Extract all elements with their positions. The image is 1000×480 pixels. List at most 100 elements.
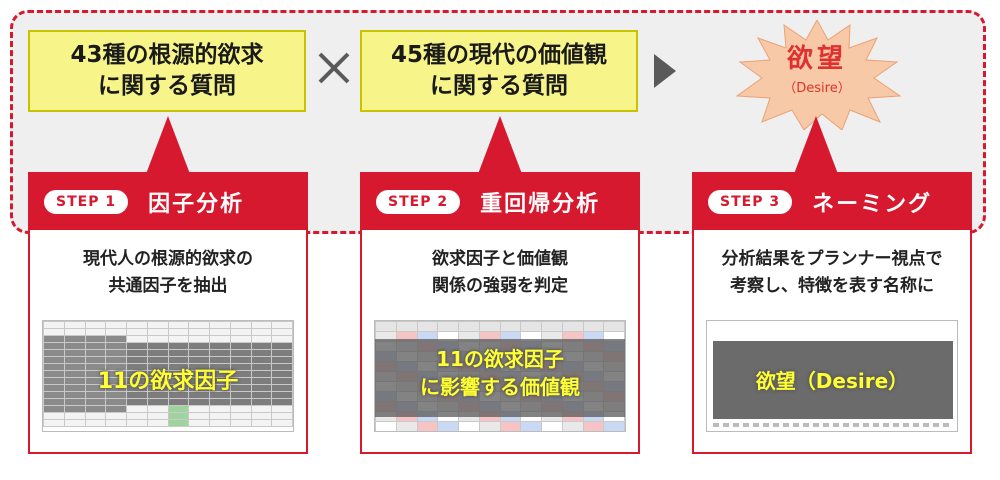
thumb-cell — [229, 412, 252, 420]
question-box-values: 45種の現代の価値観 に関する質問 — [360, 30, 638, 112]
thumb-row — [43, 370, 293, 378]
thumb-cell — [209, 328, 231, 336]
thumb-cell — [250, 419, 273, 427]
thumb-cell — [43, 398, 65, 406]
step3-thumbnail: 欲望（Desire） — [706, 320, 958, 432]
thumb-cell — [167, 398, 190, 406]
step2-thumb-caption: 11の欲求因子 に影響する価値観 — [375, 345, 625, 401]
thumb-cell — [271, 398, 293, 406]
step2-desc-line1: 欲求因子と価値観 — [432, 249, 568, 269]
pointer-step1 — [146, 116, 190, 174]
thumb-cell — [63, 321, 86, 329]
thumb-cell — [84, 405, 107, 413]
thumb-cell — [271, 342, 293, 350]
question-values-line1: 45種の現代の価値観 — [390, 41, 607, 68]
thumb-cell — [229, 349, 252, 357]
thumb-cell — [188, 328, 210, 336]
step3-thumb-caption: 欲望（Desire） — [755, 369, 909, 393]
thumb-cell — [63, 328, 86, 336]
thumb-cell — [105, 335, 127, 343]
thumb-cell — [84, 349, 107, 357]
thumb-cell — [188, 335, 210, 343]
step1-desc-line1: 現代人の根源的欲求の — [83, 249, 253, 269]
thumb-cell — [146, 328, 169, 336]
thumb-row — [43, 398, 293, 406]
step3-pill: STEP 3 — [708, 190, 793, 214]
thumb-row — [43, 349, 293, 357]
step1-header: STEP 1 因子分析 — [30, 174, 306, 230]
thumb-cell — [43, 328, 65, 336]
step2-desc-line2: 関係の強弱を判定 — [432, 276, 568, 297]
thumb-cell — [603, 421, 625, 431]
thumb-row — [375, 331, 625, 342]
thumb-row — [43, 363, 293, 371]
thumb-cell — [43, 419, 65, 427]
thumb-cell — [250, 412, 273, 420]
thumb-cell — [105, 419, 127, 427]
thumb-cell — [43, 342, 65, 350]
thumb-row — [43, 335, 293, 343]
thumb-cell — [84, 412, 107, 420]
thumb-cell — [478, 321, 501, 332]
thumb-cell — [209, 419, 231, 427]
thumb-cell — [126, 335, 148, 343]
step1-thumb-caption: 11の欲求因子 — [97, 369, 239, 394]
thumb-cell — [146, 405, 169, 413]
thumb-cell — [146, 321, 169, 329]
thumb-cell — [167, 412, 190, 420]
thumb-cell — [126, 398, 148, 406]
thumb-cell — [561, 421, 584, 431]
thumb-cell — [188, 398, 210, 406]
thumb-cell — [146, 342, 169, 350]
step3-desc-line1: 分析結果をプランナー視点で — [721, 249, 943, 269]
thumb-cell — [63, 342, 86, 350]
thumb-cell — [105, 398, 127, 406]
thumb-cell — [541, 321, 563, 332]
thumb-cell — [375, 321, 397, 332]
thumb-cell — [603, 321, 625, 332]
thumb-cell — [209, 412, 231, 420]
thumb-cell — [188, 349, 210, 357]
thumb-cell — [84, 419, 107, 427]
thumb-cell — [126, 342, 148, 350]
thumb-cell — [209, 405, 231, 413]
thumb-cell — [582, 321, 605, 332]
thumb-cell — [209, 398, 231, 406]
thumb-cell — [478, 421, 501, 431]
step1-thumbnail: 11の欲求因子 — [42, 320, 294, 432]
thumb-cell — [84, 328, 107, 336]
thumb-cell — [105, 405, 127, 413]
thumb-row — [43, 377, 293, 385]
thumb-cell — [499, 321, 522, 332]
thumb-cell — [126, 349, 148, 357]
thumb-cell — [188, 321, 210, 329]
thumb-cell — [146, 335, 169, 343]
thumb-cell — [229, 419, 252, 427]
thumb-cell — [229, 321, 252, 329]
thumb-row — [43, 419, 293, 427]
thumb-cell — [188, 412, 210, 420]
thumb-cell — [188, 419, 210, 427]
thumb-row — [375, 321, 625, 332]
thumb-cell — [209, 321, 231, 329]
thumb-cell — [271, 321, 293, 329]
thumb-cell — [126, 321, 148, 329]
step2-description: 欲求因子と価値観 関係の強弱を判定 — [362, 246, 638, 300]
step3-title: ネーミング — [812, 192, 933, 217]
step3-footer-lines — [713, 423, 953, 427]
thumb-cell — [499, 421, 522, 431]
thumb-row — [43, 412, 293, 420]
thumb-cell — [250, 405, 273, 413]
thumb-cell — [167, 405, 190, 413]
step1-pill: STEP 1 — [44, 190, 129, 214]
thumb-cell — [229, 398, 252, 406]
desire-subtitle: （Desire） — [783, 81, 851, 96]
step1-desc-line2: 共通因子を抽出 — [108, 276, 228, 297]
thumb-cell — [437, 321, 459, 332]
thumb-cell — [146, 412, 169, 420]
thumb-cell — [416, 321, 439, 332]
thumb-cell — [84, 398, 107, 406]
thumb-cell — [146, 398, 169, 406]
question-box-desires: 43種の根源的欲求 に関する質問 — [28, 30, 306, 112]
thumb-cell — [167, 328, 190, 336]
